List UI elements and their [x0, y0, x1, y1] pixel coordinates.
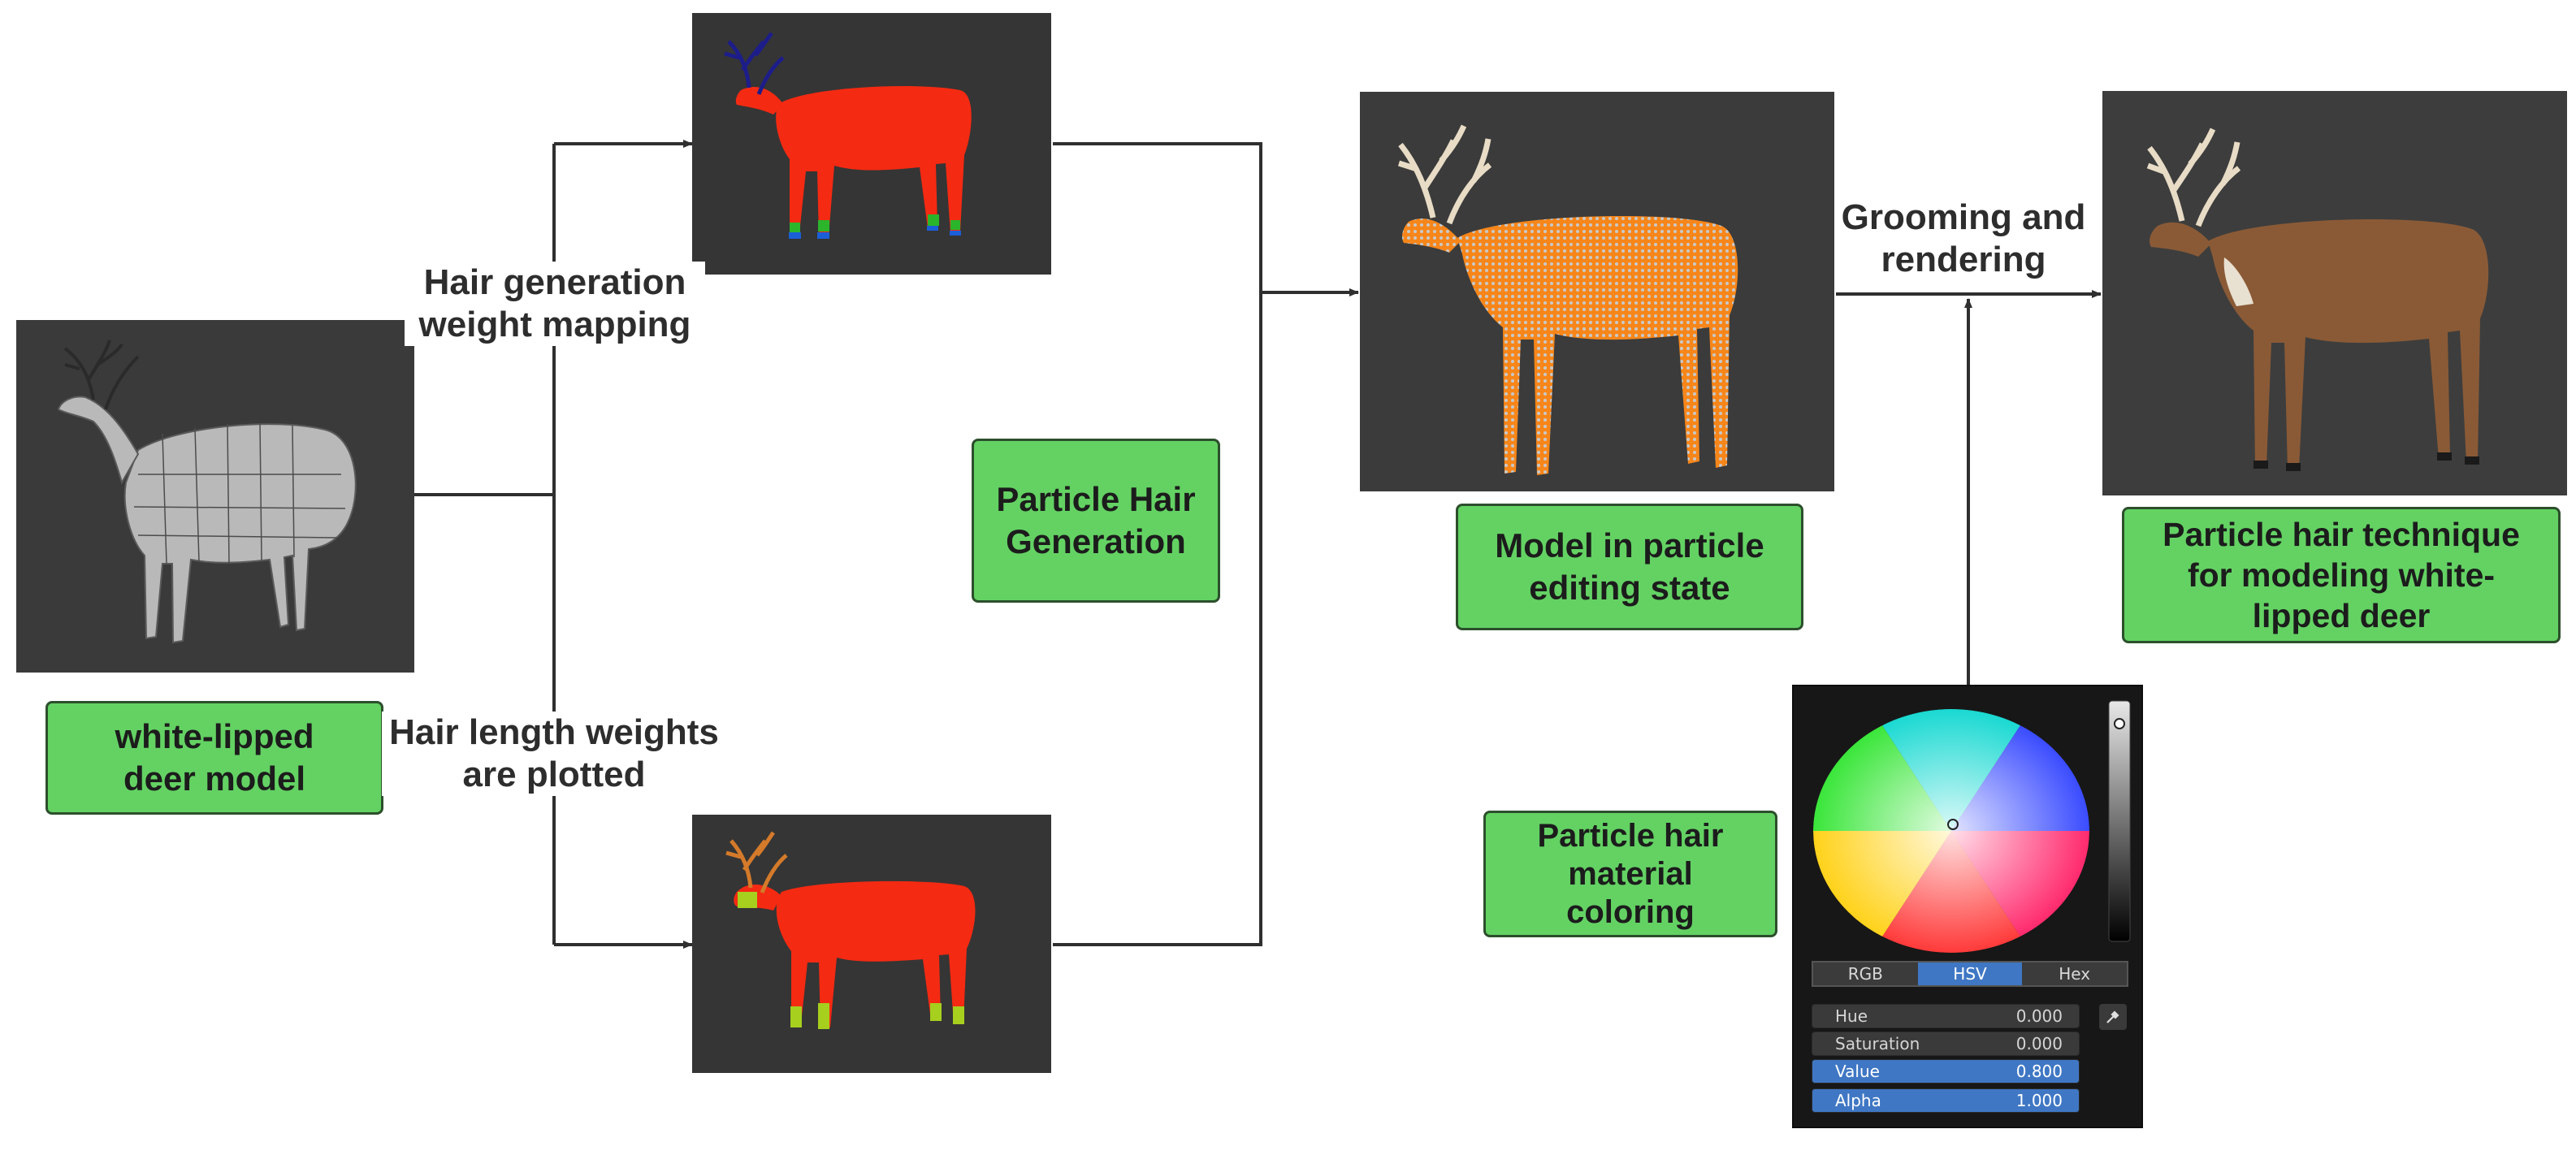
tab-rgb[interactable]: RGB	[1813, 962, 1918, 985]
color-mode-tabs: RGB HSV Hex	[1812, 961, 2128, 987]
alpha-value: 1.000	[2015, 1091, 2063, 1110]
technique-label-line: Particle hair technique	[2163, 516, 2520, 553]
length-map-deer-illustration	[725, 831, 976, 1029]
saturation-field[interactable]: Saturation 0.000	[1812, 1032, 2080, 1056]
alpha-label: Alpha	[1835, 1091, 1881, 1110]
technique-label-line: for modeling white-	[2187, 556, 2496, 594]
alpha-field[interactable]: Alpha 1.000	[1812, 1088, 2080, 1113]
deer-model-label-line: deer model	[123, 759, 306, 798]
saturation-value: 0.000	[2015, 1034, 2063, 1053]
material-coloring-label-line: coloring	[1566, 893, 1695, 930]
material-coloring-label-line: Particle hair	[1537, 817, 1724, 854]
particle-editing-panel	[1360, 92, 1834, 491]
saturation-label: Saturation	[1835, 1034, 1920, 1053]
grooming-label-line: Grooming and	[1841, 197, 2086, 237]
tab-hsv[interactable]: HSV	[1917, 962, 2023, 985]
tab-hex[interactable]: Hex	[2022, 962, 2128, 985]
particle-generation-label-line: Generation	[1006, 522, 1186, 560]
eyedropper-icon	[2106, 1010, 2119, 1023]
editing-state-label: Model in particle editing state	[1456, 504, 1803, 630]
technique-label-line: lipped deer	[2252, 597, 2431, 634]
length-weights-label-line: Hair length weights	[389, 712, 719, 752]
length-map-panel	[692, 815, 1051, 1073]
length-weights-label: Hair length weights are plotted	[382, 712, 726, 796]
color-wheel[interactable]	[1810, 698, 2096, 959]
rendered-deer-illustration	[2146, 128, 2489, 471]
deer-model-label: white-lipped deer model	[45, 701, 383, 815]
color-wheel-cursor[interactable]	[1947, 819, 1959, 830]
weight-mapping-label: Hair generation weight mapping	[405, 262, 705, 346]
weight-mapping-label-line: Hair generation	[423, 262, 686, 302]
value-field[interactable]: Value 0.800	[1812, 1059, 2080, 1084]
weight-map-panel	[692, 13, 1051, 275]
particle-generation-label-line: Particle Hair	[996, 480, 1196, 518]
hue-field[interactable]: Hue 0.000	[1812, 1004, 2080, 1028]
wireframe-deer-illustration	[57, 340, 357, 644]
grooming-label-line: rendering	[1881, 240, 2046, 279]
connector-weight-map-out	[1053, 142, 1262, 946]
hue-label: Hue	[1835, 1006, 1868, 1026]
value-slider[interactable]	[2107, 699, 2132, 943]
material-coloring-label-line: material	[1568, 855, 1693, 892]
hue-value: 0.000	[2015, 1006, 2063, 1026]
color-picker-panel: RGB HSV Hex Hue 0.000 Saturation 0.000 V…	[1792, 685, 2143, 1128]
weight-mapping-label-line: weight mapping	[418, 305, 691, 344]
particle-deer-illustration	[1397, 124, 1738, 475]
value-slider-handle[interactable]	[2114, 718, 2125, 729]
grooming-label: Grooming and rendering	[1838, 197, 2089, 281]
value-label: Value	[1835, 1062, 1880, 1081]
eyedropper-button[interactable]	[2099, 1004, 2127, 1030]
length-weights-label-line: are plotted	[462, 755, 646, 794]
weight-map-deer-illustration	[724, 32, 972, 239]
value-value: 0.800	[2015, 1062, 2063, 1081]
editing-state-label-line: Model in particle	[1495, 526, 1764, 565]
final-render-panel	[2102, 91, 2567, 495]
wireframe-deer-panel	[16, 320, 414, 673]
deer-model-label-line: white-lipped	[115, 717, 314, 755]
editing-state-label-line: editing state	[1529, 569, 1730, 607]
